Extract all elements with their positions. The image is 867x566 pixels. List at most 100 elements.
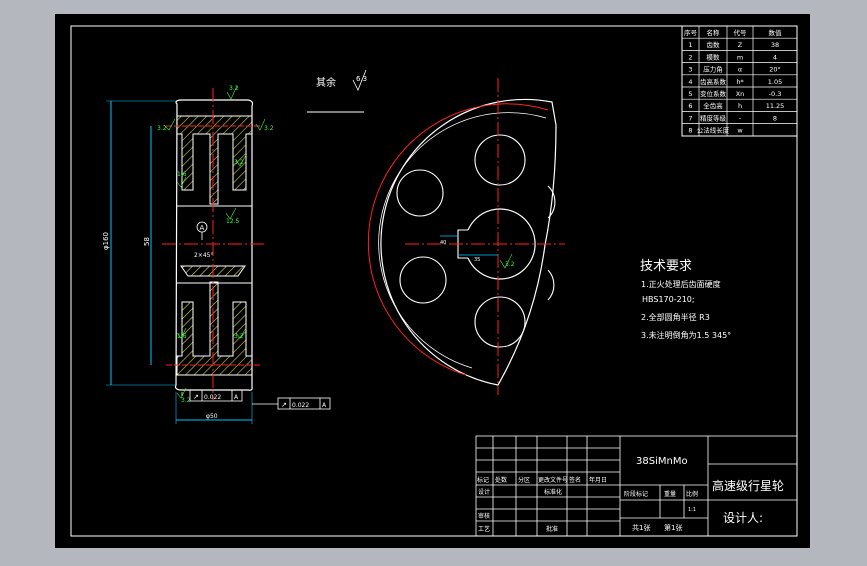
param-table-cell: h (738, 102, 742, 110)
tb-label-count: 处数 (495, 476, 507, 484)
surface-note-value: 6.3 (356, 75, 367, 83)
param-table-cell: 精度等级 (700, 113, 727, 122)
param-table-cell: w (737, 127, 743, 135)
param-table-cell: 11.25 (766, 102, 785, 110)
param-table-cell: 8 (773, 114, 777, 122)
outer-diameter-label: φ160 (102, 232, 110, 250)
tb-stage-mark: 阶段标记 (624, 490, 648, 498)
roughness-symbol-upper-left: 3.2 (157, 118, 176, 132)
material-label: 38SiMnMo (636, 456, 688, 467)
lightening-hole-right-lower-partial (547, 269, 555, 301)
tolerance-datum-2: A (322, 402, 327, 409)
surface-note-label: 其余 (316, 76, 336, 89)
lower-section-hatch (176, 281, 253, 376)
param-table-cell: Xn (736, 90, 745, 98)
param-table-header: 名称 (707, 28, 721, 37)
roughness-hole-value: 3.2 (505, 261, 515, 268)
roughness-symbol-top: 3.2 (226, 85, 239, 100)
param-table-cell: 全齿高 (703, 101, 723, 110)
part-name-label: 高速级行星轮 (712, 478, 784, 493)
tb-process: 工艺 (478, 525, 490, 533)
roughness-hub-value: 3.2 (234, 159, 244, 166)
roughness-symbol-upper-right: 3.2 (255, 118, 274, 132)
title-block-text: 38SiMnMo 高速级行星轮 设计人: 标记 处数 分区 更改文件号 签名 年… (477, 456, 784, 533)
lightening-hole-bottom (474, 296, 526, 348)
roughness-mid-left-value: 1.6 (177, 171, 187, 178)
chamfer-label: 2×45° (194, 252, 213, 259)
tb-label-zone: 分区 (518, 476, 530, 484)
tb-sheet-no: 第1张 (664, 523, 682, 532)
drawing-border (70, 25, 798, 537)
center-bore (467, 208, 536, 280)
root-circle-arc (378, 112, 547, 369)
param-table-header: 数值 (769, 28, 783, 37)
tech-req-title: 技术要求 (640, 259, 692, 274)
roughness-symbol-mid-left: 1.6 (176, 171, 187, 188)
tb-label-date: 年月日 (589, 476, 607, 484)
param-table-cell: 公法线长度 (697, 126, 730, 135)
tech-req-line-3: 2.全部圆角半径 R3 (641, 312, 710, 322)
param-table-cell: 1 (688, 41, 692, 49)
param-table-cell: h* (736, 78, 744, 86)
roughness-symbol-lower-right: 3.2 (234, 327, 247, 340)
roughness-bottom-value: 3.2 (181, 397, 191, 404)
designer-label: 设计人: (723, 511, 763, 525)
tb-label-mark: 标记 (477, 476, 489, 484)
pitch-circle-arc (367, 103, 549, 376)
tb-sheets: 共1张 (632, 523, 650, 532)
gear-section-view: φ160 58 φ50 2×45° A 3.2 3.2 3.2 (102, 85, 331, 424)
param-table-cell: 齿高系数 (700, 77, 727, 86)
tech-req-line-2: HBS170-210; (642, 295, 695, 304)
param-table-cell: 模数 (707, 52, 721, 61)
gear-front-view: 35 40 3.2 (367, 78, 565, 395)
tb-weight: 重量 (664, 490, 676, 498)
bore-diameter-label: 40 (440, 240, 446, 246)
tolerance-frame-1: ↗ 0.022 A (181, 389, 243, 402)
roughness-upper-left-value: 3.2 (157, 125, 167, 132)
lightening-hole-right-partial (547, 185, 556, 219)
param-table-cell: 4 (688, 78, 692, 86)
inner-diameter-label: 58 (143, 237, 151, 246)
param-table-cell: α (738, 66, 742, 74)
key-width-label: 35 (474, 257, 480, 263)
lightening-hole-lower-left (399, 256, 447, 304)
roughness-symbol-hole: 3.2 (499, 253, 515, 269)
gear-outline (174, 99, 254, 391)
param-table-cell: 8 (688, 127, 692, 135)
param-table-cell: m (737, 53, 743, 61)
tb-standardization: 标准化 (544, 488, 562, 496)
param-table-cell: 变位系数 (700, 89, 727, 98)
surface-finish-note: 其余 6.3 (307, 69, 367, 113)
param-table-cell: -0.3 (769, 90, 782, 98)
param-table-cell: Z (738, 41, 743, 49)
tb-scale-value: 1:1 (688, 507, 696, 513)
roughness-upper-right-value: 3.2 (264, 125, 274, 132)
datum-a-label: A (200, 224, 205, 232)
param-table-cell: 6 (688, 102, 692, 110)
runout-icon: ↗ (281, 401, 287, 409)
roughness-symbol-hub: 3.2 (234, 154, 247, 167)
param-table-cell: 5 (688, 90, 692, 98)
param-table-cell: 4 (773, 53, 777, 61)
tolerance-frame-2: ↗ 0.022 A (252, 397, 331, 410)
technical-requirements: 技术要求 1.正火处理后齿面硬度 HBS170-210; 2.全部圆角半径 R3… (640, 259, 731, 340)
roughness-lower-right-value: 3.2 (234, 333, 244, 340)
title-block (475, 435, 798, 537)
roughness-symbol-web: 12.5 (225, 207, 240, 225)
tb-scale: 比例 (686, 490, 698, 498)
param-table-cell: - (739, 114, 742, 122)
param-table-cell: 齿数 (707, 40, 721, 49)
runout-icon: ↗ (193, 393, 199, 401)
upper-section-hatch (176, 115, 253, 205)
tolerance-datum-1: A (234, 394, 239, 401)
tech-req-line-4: 3.未注明倒角为1.5 345° (641, 330, 731, 340)
lightening-hole-top (474, 134, 526, 186)
param-table-cell: 3 (688, 66, 692, 74)
tb-design: 设计 (478, 488, 490, 496)
tolerance-value-2: 0.022 (292, 402, 309, 409)
param-table-cell: 压力角 (703, 65, 723, 74)
tb-review: 审核 (478, 512, 490, 520)
